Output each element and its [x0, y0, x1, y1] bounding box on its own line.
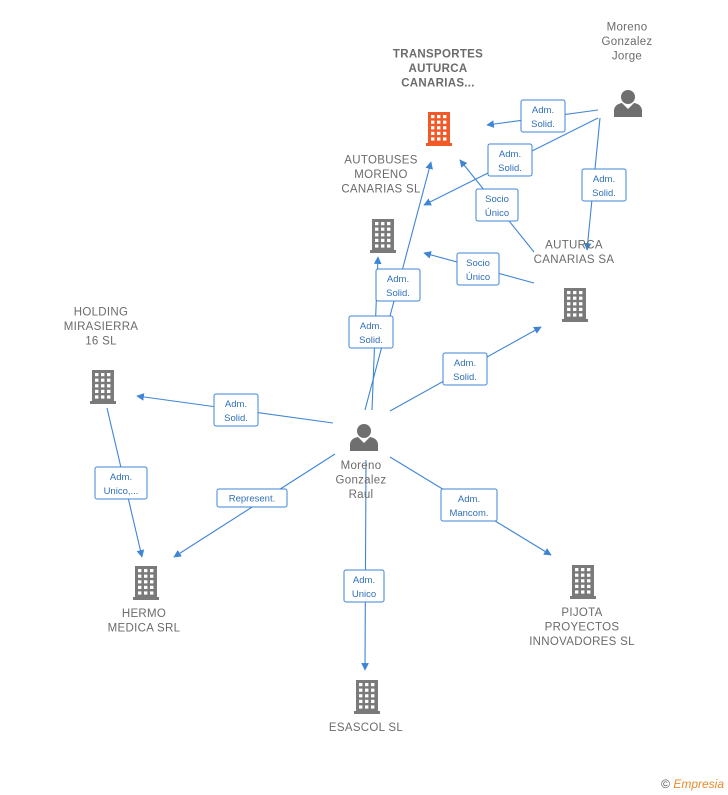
edge-label-text: Solid. — [592, 188, 616, 199]
edge-label-text: Adm. — [225, 399, 247, 410]
edge-label-raul-to-esascol[interactable]: Adm. Unico — [343, 569, 385, 603]
node-pijota[interactable]: PIJOTA PROYECTOS INNOVADORES SL — [529, 565, 635, 648]
node-hermo[interactable]: HERMO MEDICA SRL — [108, 566, 181, 635]
copyright-symbol: © — [661, 777, 670, 791]
edge-label-raul-to-transportes[interactable]: Adm. Solid. — [375, 268, 421, 302]
node-label-text: PROYECTOS — [545, 622, 620, 634]
node-label-text: 16 SL — [85, 336, 117, 348]
edge-raul-to-esascol — [361, 459, 369, 671]
node-holding[interactable]: HOLDING MIRASIERRA 16 SL — [64, 307, 139, 405]
footer-brand: © Empresia — [661, 777, 724, 791]
edge-label-text: Socio — [466, 258, 490, 269]
edge-label-text: Adm. — [353, 575, 375, 586]
building-icon — [570, 565, 596, 599]
edge-label-text: Unico — [352, 589, 376, 600]
building-icon — [133, 566, 159, 600]
node-label-text: CANARIAS... — [401, 78, 475, 90]
node-label-text: CANARIAS SA — [534, 254, 615, 266]
node-label-text: CANARIAS SL — [341, 184, 421, 196]
building-icon — [90, 370, 116, 404]
edge-label-raul-to-holding[interactable]: Adm. Solid. — [213, 393, 259, 427]
person-icon — [614, 90, 642, 117]
edge-label-text: Adm. — [458, 494, 480, 505]
edge-label-raul-to-auturca[interactable]: Adm. Solid. — [442, 352, 488, 386]
node-label-text: MEDICA SRL — [108, 623, 181, 635]
node-auturca[interactable]: AUTURCA CANARIAS SA — [534, 240, 615, 323]
node-label-text: MIRASIERRA — [64, 321, 139, 333]
building-icon — [426, 112, 452, 146]
edge-label-raul-to-autobuses[interactable]: Adm. Solid. — [348, 315, 394, 349]
edge-label-jorge-to-auturca[interactable]: Adm. Solid. — [581, 168, 627, 202]
edge-label-text: Solid. — [386, 288, 410, 299]
edge-label-text: Adm. — [454, 358, 476, 369]
edge-label-text: Adm. — [532, 105, 554, 116]
edge-labels-layer: Adm.Solid.Adm.Solid.Adm.Solid.SocioÚnico… — [94, 99, 627, 603]
edge-label-text: Socio — [485, 194, 509, 205]
edge-label-raul-to-hermo[interactable]: Represent. — [216, 488, 288, 508]
building-icon — [562, 288, 588, 322]
building-icon — [370, 219, 396, 253]
node-label-text: Jorge — [612, 51, 642, 63]
node-autobuses[interactable]: AUTOBUSES MORENO CANARIAS SL — [341, 155, 421, 254]
building-icon — [354, 680, 380, 714]
node-label-text: INNOVADORES SL — [529, 636, 635, 648]
node-label-text: Moreno — [607, 22, 648, 34]
edge-label-text: Adm. — [110, 472, 132, 483]
node-label-text: AUTURCA — [545, 240, 603, 252]
node-esascol[interactable]: ESASCOL SL — [329, 680, 403, 734]
node-transportes[interactable]: TRANSPORTES AUTURCA CANARIAS... — [393, 49, 483, 147]
node-label-text: MORENO — [354, 169, 408, 181]
node-label-text: PIJOTA — [561, 607, 602, 619]
person-icon — [350, 424, 378, 451]
node-label-text: HOLDING — [74, 307, 129, 319]
brand-name: Empresia — [673, 777, 724, 791]
edge-label-holding-to-hermo[interactable]: Adm. Unico,... — [94, 466, 148, 500]
node-label-text: Gonzalez — [336, 475, 387, 487]
edge-label-text: Adm. — [593, 174, 615, 185]
edge-label-text: Solid. — [224, 413, 248, 424]
node-label-text: Gonzalez — [602, 36, 653, 48]
node-label-text: Raul — [349, 489, 374, 501]
edge-label-text: Solid. — [531, 119, 555, 130]
node-label-text: Moreno — [341, 460, 382, 472]
edge-label-text: Mancom. — [449, 508, 488, 519]
edge-label-raul-to-pijota[interactable]: Adm. Mancom. — [440, 488, 498, 522]
node-label-text: HERMO — [122, 608, 166, 620]
edge-label-text: Solid. — [453, 372, 477, 383]
edge-label-text: Adm. — [360, 321, 382, 332]
node-label-text: ESASCOL SL — [329, 722, 403, 734]
edge-label-text: Único — [485, 208, 509, 219]
edge-label-text: Represent. — [229, 494, 275, 505]
edge-label-text: Adm. — [387, 274, 409, 285]
node-label-text: TRANSPORTES — [393, 49, 483, 61]
edge-label-text: Solid. — [359, 335, 383, 346]
nodes-layer: TRANSPORTES AUTURCA CANARIAS... AUTOBUSES MO… — [64, 22, 653, 735]
edge-label-text: Adm. — [499, 149, 521, 160]
node-label-text: AUTURCA — [409, 63, 468, 75]
edge-label-jorge-to-transportes[interactable]: Adm. Solid. — [520, 99, 566, 133]
edge-label-jorge-to-autobuses[interactable]: Adm. Solid. — [487, 143, 533, 177]
edge-label-text: Unico,... — [104, 486, 139, 497]
edge-label-text: Único — [466, 272, 490, 283]
node-label-text: AUTOBUSES — [344, 155, 417, 167]
edge-label-text: Solid. — [498, 163, 522, 174]
